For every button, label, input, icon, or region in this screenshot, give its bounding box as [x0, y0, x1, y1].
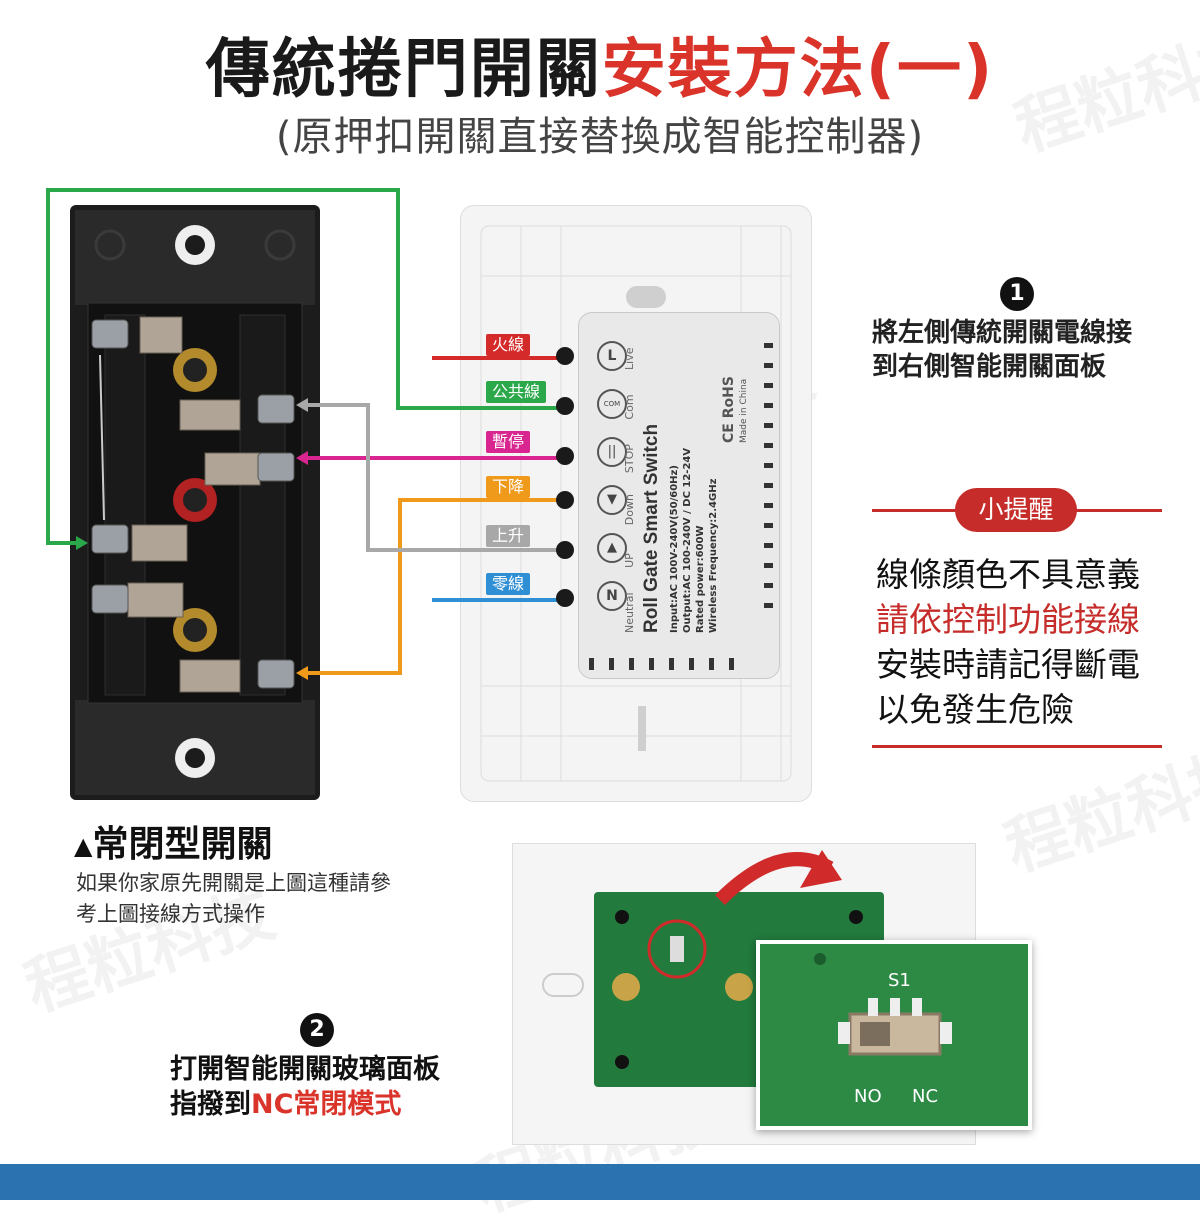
title-red-part: 安裝方法(一)	[601, 33, 995, 107]
step-2-text: 打開智能開關玻璃面板 指撥到NC常閉模式	[170, 1052, 440, 1122]
page-title: 傳統捲門開關安裝方法(一)	[0, 18, 1200, 110]
spec-line: Output:AC 100-240V / DC 12-24V	[682, 447, 693, 633]
traditional-switch-drawing	[75, 210, 315, 795]
spec-line: Rated power:600W	[695, 525, 706, 633]
page-subtitle: (原押扣開關直接替換成智能控制器)	[275, 114, 925, 160]
terminal-text: STOP	[623, 444, 636, 474]
tip-line-4: 以免發生危險	[876, 690, 1074, 729]
wire-label-down: 下降	[486, 476, 531, 498]
product-name: Roll Gate Smart Switch	[641, 423, 662, 633]
switch-s1-label: S1	[888, 970, 911, 991]
spec-line: Input:AC 100V-240V(50/60Hz)	[669, 465, 680, 633]
title-black-part: 傳統捲門開關	[205, 33, 602, 107]
step-1-number: 1	[1000, 277, 1034, 311]
pcb-panel-drawing	[542, 973, 584, 997]
switch-nc-label: NC	[912, 1086, 939, 1107]
switch-type-description: 如果你家原先開關是上圖這種請參考上圖接線方式操作	[76, 871, 391, 926]
traditional-switch-image	[70, 205, 320, 800]
switch-type-title: 常閉型開關	[92, 824, 273, 865]
terminal-N-icon: N	[597, 581, 627, 611]
step-2-number: 2	[300, 1013, 334, 1047]
terminal-L-icon: L	[597, 341, 627, 371]
module-label-block: Neutral UP Down STOP Com Live Roll Gate …	[619, 323, 759, 643]
terminal-stop-icon: ||	[597, 437, 627, 467]
pcb-zoom-image: S1 NO NC	[756, 940, 1032, 1130]
terminal-text: UP	[623, 553, 636, 568]
terminal-text: Down	[623, 494, 636, 526]
terminal-text-row: Neutral UP Down STOP Com Live	[623, 348, 636, 634]
switch-no-label: NO	[854, 1086, 882, 1107]
step-1-line: 到右側智能開關面板	[872, 352, 1107, 382]
step-1-text: 將左側傳統開關電線接 到右側智能開關面板	[872, 316, 1132, 384]
wire-label-common: 公共線	[486, 381, 547, 403]
terminal-down-icon: ▼	[597, 485, 627, 515]
tip-line-1: 線條顏色不具意義	[876, 555, 1140, 594]
wire-label-up: 上升	[486, 525, 531, 547]
wire-label-live: 火線	[486, 334, 531, 356]
wire-label-stop: 暫停	[486, 431, 531, 453]
bottom-bar	[0, 1164, 1200, 1200]
module-vents	[589, 343, 773, 670]
terminal-text: Neutral	[623, 592, 636, 633]
tip-badge: 小提醒	[955, 488, 1077, 532]
triangle-marker-icon: ▲	[74, 832, 93, 860]
tip-divider-top-right	[1075, 509, 1162, 512]
tip-divider-bottom	[872, 745, 1162, 748]
made-in-text: Made in China	[739, 378, 749, 443]
terminal-text: Live	[623, 347, 636, 370]
step-2-prefix: 指撥到	[170, 1089, 251, 1120]
cert-marks: CE RoHS	[721, 376, 737, 443]
smart-switch-module: L COM || ▼ ▲ N Neutral UP Down STOP Com …	[578, 312, 780, 679]
terminal-up-icon: ▲	[597, 533, 627, 563]
pcb-zoom-drawing	[814, 953, 952, 1056]
tip-line-3: 安裝時請記得斷電	[876, 645, 1140, 684]
step-2-line-1: 打開智能開關玻璃面板	[170, 1054, 440, 1085]
step-2-highlight: NC常閉模式	[251, 1089, 402, 1120]
spec-line: Wireless Frequency:2.4GHz	[708, 478, 719, 633]
step-2-line-2: 指撥到NC常閉模式	[170, 1087, 440, 1122]
switch-type-caption: ▲常閉型開關	[74, 815, 272, 867]
step-1-line: 將左側傳統開關電線接	[872, 318, 1133, 348]
terminal-com-icon: COM	[597, 389, 627, 419]
tip-line-2: 請依控制功能接線	[876, 600, 1140, 639]
tip-divider-top-left	[872, 509, 957, 512]
wire-label-neutral: 零線	[486, 573, 531, 595]
terminal-text: Com	[623, 394, 636, 420]
